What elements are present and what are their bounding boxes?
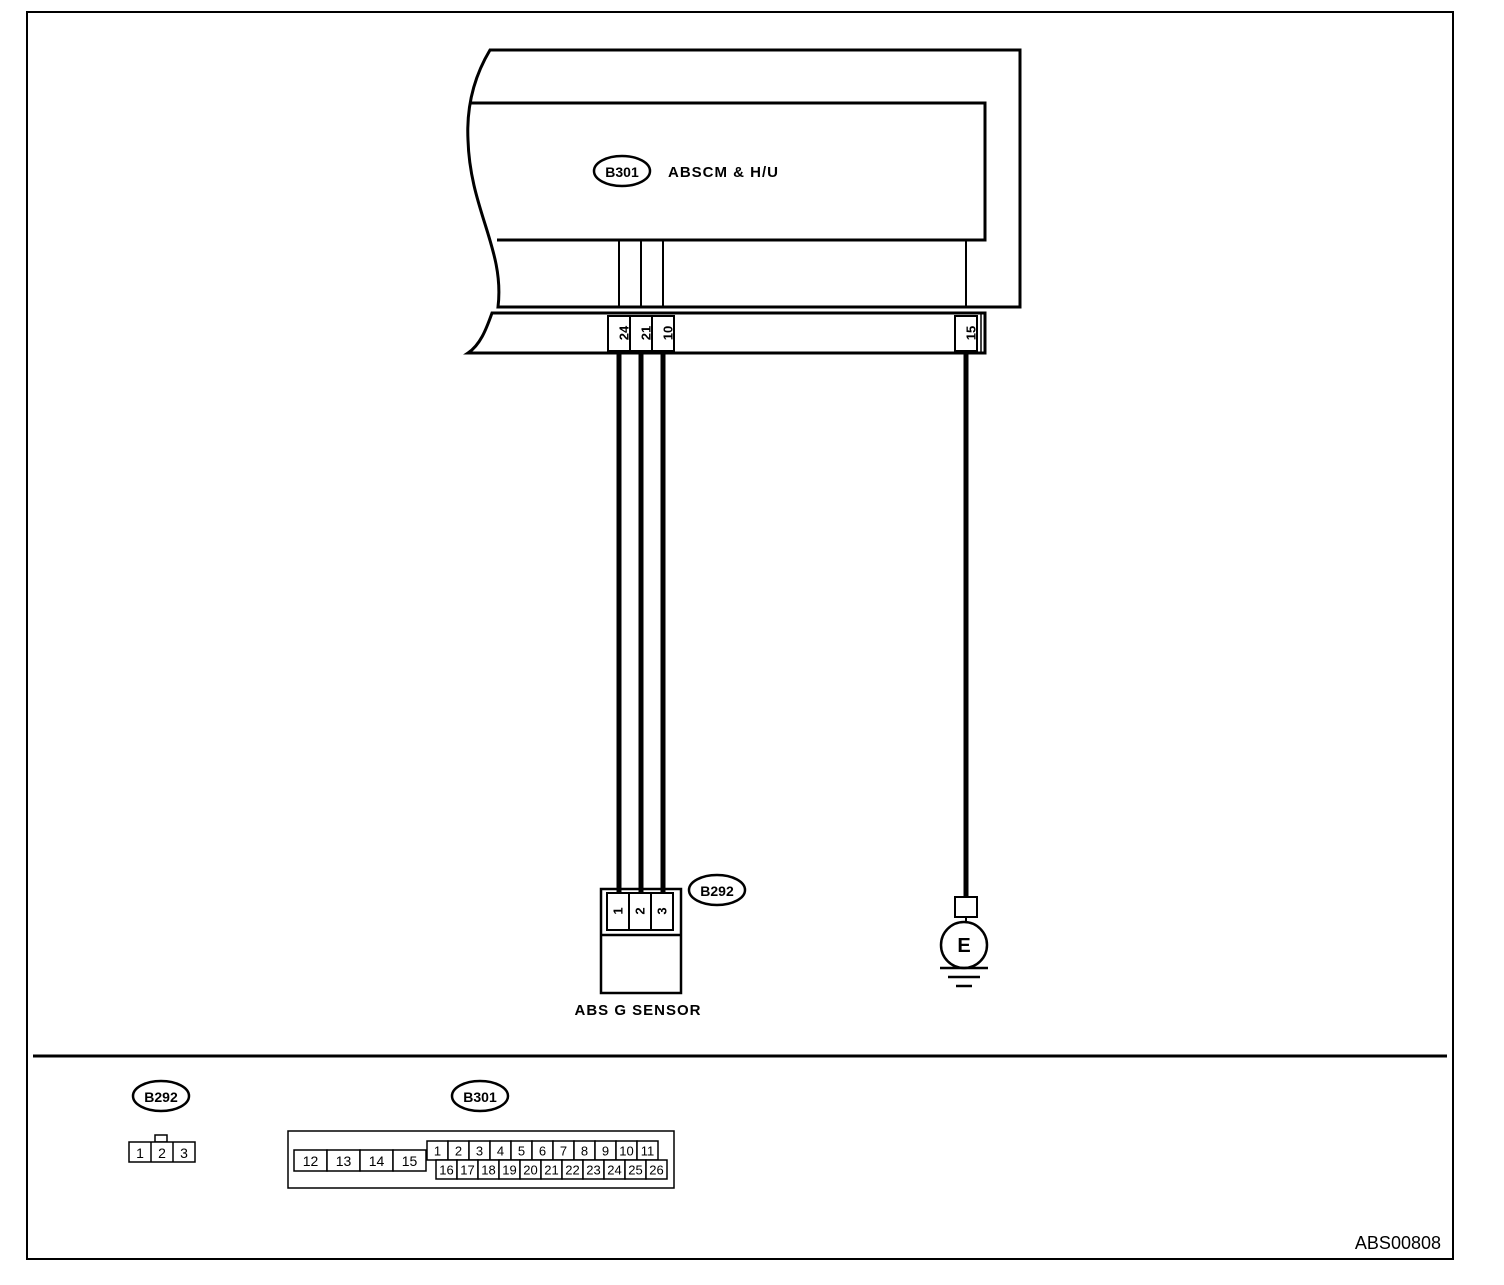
legend-b301-pin-6: 6	[539, 1144, 546, 1159]
abscm-label: ABSCM & H/U	[668, 164, 779, 181]
legend-b292-id: B292	[144, 1089, 178, 1105]
sensor-label: ABS G SENSOR	[574, 1002, 701, 1019]
sensor-pin-1: 1	[611, 907, 626, 914]
abscm-pin-10: 10	[661, 326, 676, 340]
sensor-connector-id: B292	[700, 883, 734, 899]
legend-b301-pin-22: 22	[565, 1163, 579, 1178]
legend-b292: B292 1 2 3	[128, 1079, 196, 1163]
abs-g-sensor: 1 2 3 B292 ABS G SENSOR	[574, 873, 747, 1019]
legend-b301-pin-26: 26	[649, 1163, 663, 1178]
legend-b301-pin-16: 16	[439, 1163, 453, 1178]
abscm-pin-24: 24	[617, 325, 632, 340]
ground-letter: E	[957, 935, 970, 957]
legend-b301-pin-9: 9	[602, 1144, 609, 1159]
abscm-connector-id: B301	[605, 164, 639, 180]
legend-b301-pin-7: 7	[560, 1144, 567, 1159]
legend-b301-pin-2: 2	[455, 1144, 462, 1159]
ground-symbol: E	[939, 896, 989, 988]
sensor-pin-3: 3	[655, 907, 670, 914]
sensor-pin-2: 2	[633, 907, 648, 914]
legend-b292-pin-2: 2	[158, 1145, 166, 1161]
abscm-module: 24 21 10 15 B301 ABSCM & H/U	[463, 48, 1022, 355]
legend-b301-id: B301	[463, 1089, 497, 1105]
legend-b301-pin-17: 17	[460, 1163, 474, 1178]
legend-b301-pin-10: 10	[619, 1144, 633, 1159]
legend-b301-pin-12: 12	[303, 1153, 319, 1169]
legend-b301-pin-4: 4	[497, 1144, 504, 1159]
abscm-pin-15: 15	[964, 326, 979, 340]
legend-b301-pin-13: 13	[336, 1153, 352, 1169]
legend-b301-pin-21: 21	[544, 1163, 558, 1178]
legend-b301-pin-1: 1	[434, 1144, 441, 1159]
legend-b301-pin-3: 3	[476, 1144, 483, 1159]
legend-b301-pin-11: 11	[641, 1144, 655, 1159]
legend-b301-pin-20: 20	[523, 1163, 537, 1178]
figure-id: ABS00808	[1355, 1233, 1441, 1253]
legend-b301-pin-24: 24	[607, 1163, 621, 1178]
legend-b292-pin-1: 1	[136, 1145, 144, 1161]
abscm-pin-21: 21	[639, 326, 654, 340]
legend-b301-pin-14: 14	[369, 1153, 385, 1169]
legend-b301-pin-18: 18	[481, 1163, 495, 1178]
legend-b301-pin-8: 8	[581, 1144, 588, 1159]
legend-b292-pin-3: 3	[180, 1145, 188, 1161]
legend-b301-pin-5: 5	[518, 1144, 525, 1159]
legend-b301-pin-19: 19	[502, 1163, 516, 1178]
legend-b301-pin-25: 25	[628, 1163, 642, 1178]
legend-b301-pin-15: 15	[402, 1153, 418, 1169]
abscm-connector-badge	[592, 154, 652, 188]
harness-wires	[616, 353, 969, 897]
outer-frame	[26, 11, 1454, 1260]
sensor-connector-badge	[687, 873, 747, 907]
legend-b301-pin-23: 23	[586, 1163, 600, 1178]
